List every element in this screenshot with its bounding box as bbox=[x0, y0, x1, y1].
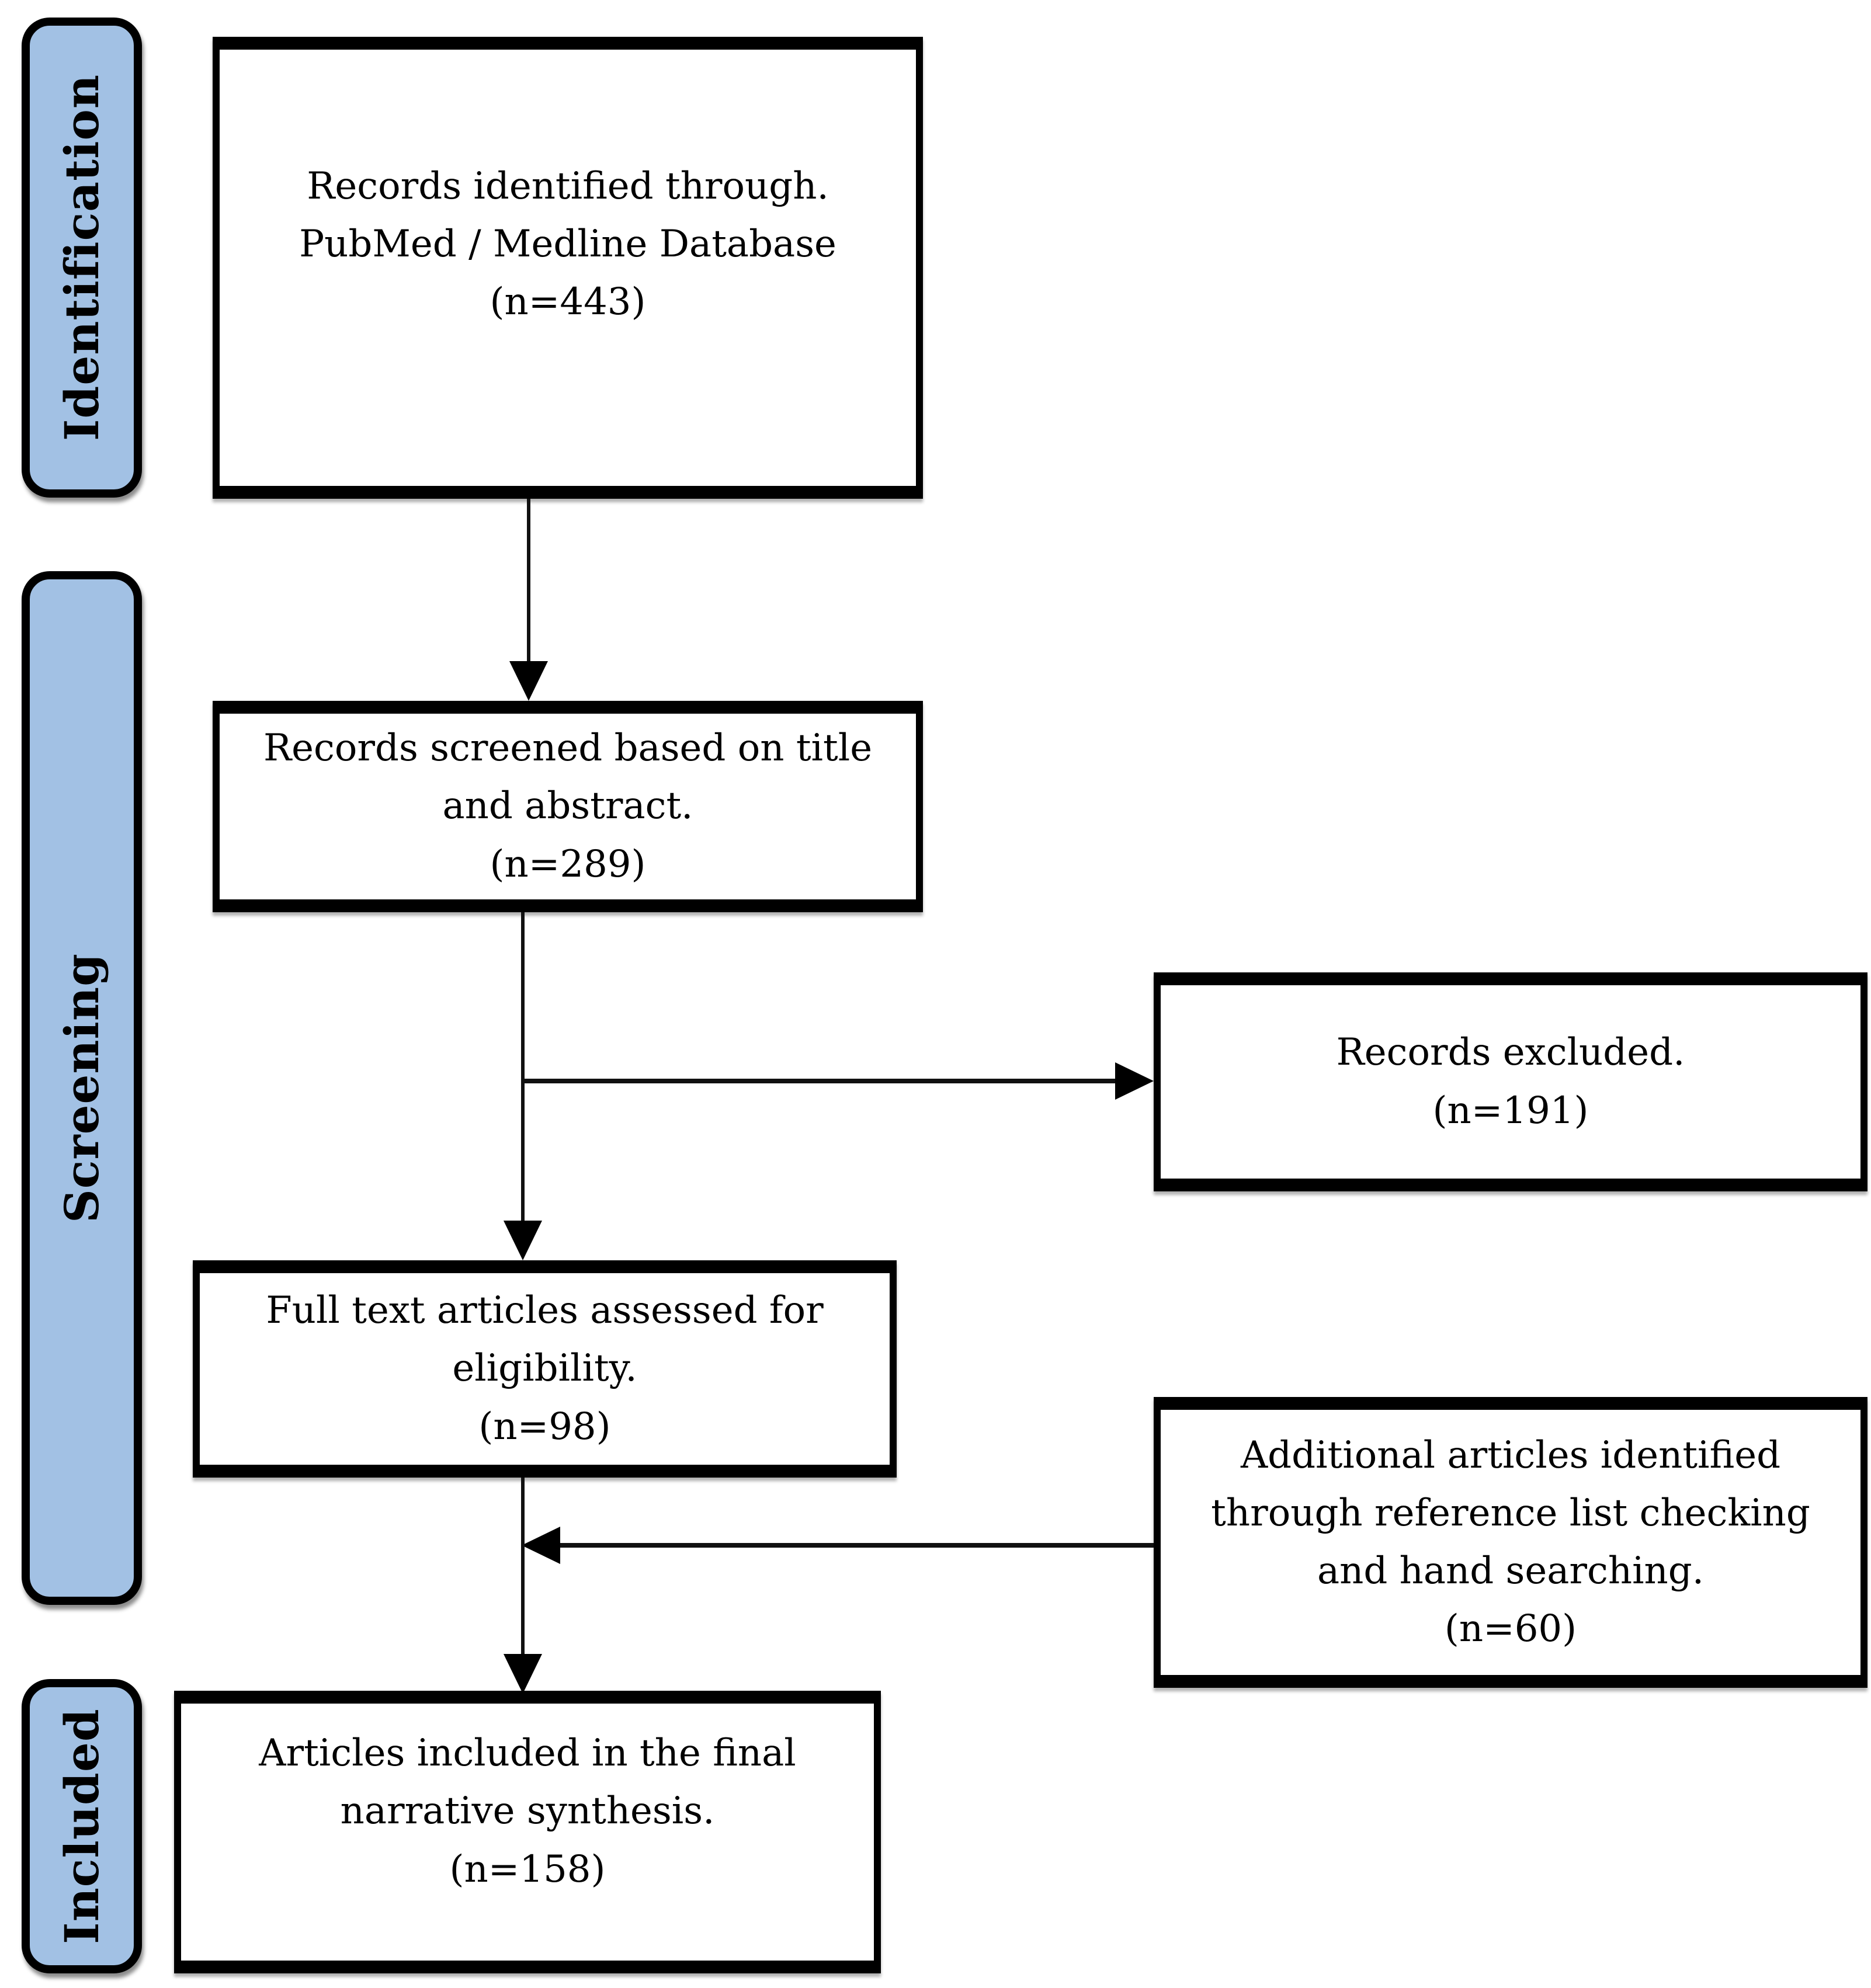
stage-identification-label: Identification bbox=[54, 74, 110, 441]
box-text-line: (n=191) bbox=[1432, 1089, 1589, 1132]
box-text-line: (n=289) bbox=[490, 842, 646, 886]
arrow-right-icon bbox=[1115, 1062, 1154, 1100]
connector-screened-to-fulltext bbox=[521, 912, 525, 1223]
box-text-line: PubMed / Medline Database bbox=[299, 222, 836, 266]
box-text-line: narrative synthesis. bbox=[340, 1789, 715, 1833]
stage-identification: Identification bbox=[22, 18, 142, 498]
connector-fulltext-to-included bbox=[521, 1478, 525, 1655]
box-final-included: Articles included in the final narrative… bbox=[174, 1691, 881, 1973]
stage-screening-label: Screening bbox=[54, 953, 109, 1224]
stage-included-label: Included bbox=[54, 1708, 109, 1944]
box-text-line: and hand searching. bbox=[1317, 1549, 1705, 1593]
box-text-line: Records excluded. bbox=[1336, 1031, 1685, 1075]
box-records-excluded: Records excluded. (n=191) bbox=[1154, 972, 1867, 1191]
box-text-line: (n=158) bbox=[449, 1847, 606, 1891]
connector-from-additional bbox=[556, 1543, 1154, 1548]
arrow-down-icon bbox=[504, 1654, 542, 1694]
box-records-screened: Records screened based on title and abst… bbox=[213, 701, 923, 912]
box-text-line: and abstract. bbox=[442, 784, 693, 828]
connector-identified-to-screened bbox=[527, 499, 530, 665]
arrow-left-icon bbox=[522, 1527, 560, 1564]
box-full-text-assessed: Full text articles assessed for eligibil… bbox=[193, 1260, 897, 1478]
box-records-identified: Records identified through. PubMed / Med… bbox=[213, 37, 923, 499]
arrow-down-icon bbox=[504, 1221, 542, 1260]
box-text-line: Additional articles identified bbox=[1240, 1433, 1781, 1477]
box-text-line: Full text articles assessed for bbox=[266, 1289, 824, 1333]
connector-to-excluded bbox=[523, 1079, 1119, 1083]
box-additional-articles: Additional articles identified through r… bbox=[1154, 1397, 1867, 1688]
box-text-line: (n=443) bbox=[490, 280, 646, 324]
box-text-line: through reference list checking bbox=[1211, 1491, 1810, 1535]
box-text-line: Articles included in the final bbox=[259, 1732, 796, 1775]
stage-included: Included bbox=[22, 1679, 142, 1973]
arrow-down-icon bbox=[509, 661, 548, 701]
box-text-line: Records screened based on title bbox=[263, 727, 873, 770]
box-text-line: Records identified through. bbox=[307, 164, 829, 208]
box-text-line: (n=98) bbox=[478, 1405, 611, 1448]
stage-screening: Screening bbox=[22, 571, 142, 1605]
box-text-line: (n=60) bbox=[1444, 1607, 1577, 1651]
box-text-line: eligibility. bbox=[452, 1347, 637, 1391]
